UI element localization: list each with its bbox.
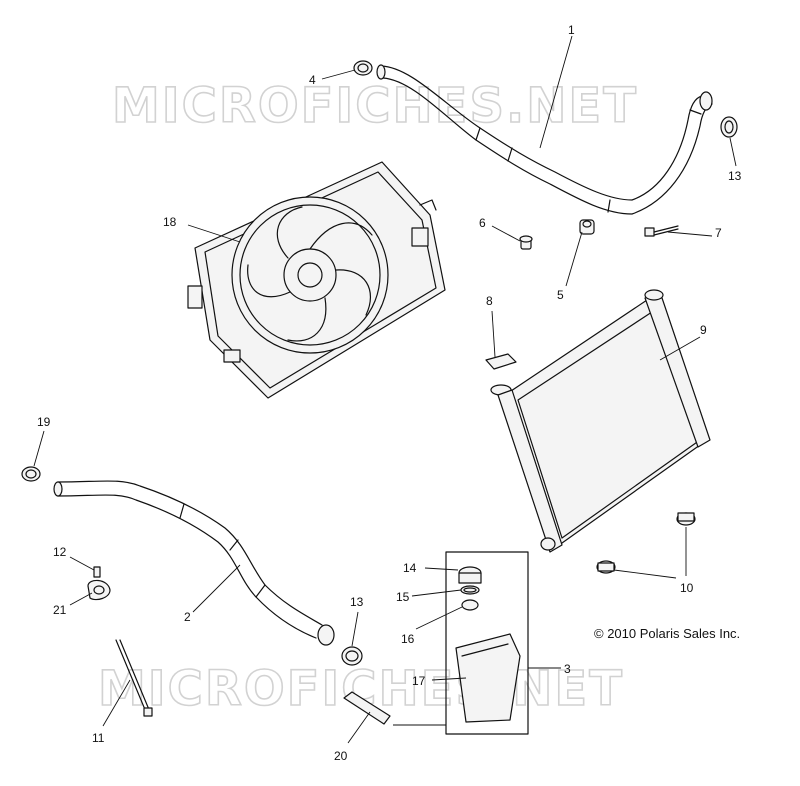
callout-12: 12 [53, 545, 67, 559]
overflow-hose-20 [343, 691, 391, 725]
leader-8 [491, 310, 496, 358]
leader-5 [565, 231, 583, 287]
grommet-6 [519, 235, 533, 250]
leader-13-bottom [351, 611, 359, 647]
bolt-7 [644, 225, 679, 237]
callout-1: 1 [568, 23, 575, 37]
callout-14: 14 [403, 561, 417, 575]
clip-and-bolt [87, 566, 111, 601]
grommets-10 [596, 512, 696, 574]
callout-8: 8 [486, 294, 493, 308]
callout-16: 16 [401, 632, 415, 646]
leader-2 [192, 564, 241, 613]
watermark-top: MICROFICHES.NET [112, 78, 638, 134]
leader-1 [539, 35, 573, 149]
leader-lines [33, 35, 737, 744]
upper-coolant-hose [376, 64, 713, 215]
callout-15: 15 [396, 590, 410, 604]
callout-6: 6 [479, 216, 486, 230]
leader-18 [187, 224, 241, 243]
leader-16 [415, 606, 463, 630]
callout-19: 19 [37, 415, 51, 429]
cooling-fan-assembly [187, 161, 446, 399]
callout-20: 20 [334, 749, 348, 763]
leader-13-top [729, 137, 737, 167]
lower-coolant-hose [53, 480, 335, 646]
radiator [497, 289, 711, 553]
copyright-notice: © 2010 Polaris Sales Inc. [594, 626, 740, 641]
leader-7 [667, 231, 713, 237]
leader-17 [431, 677, 467, 681]
leader-21 [69, 592, 93, 606]
callout-labels: 1 4 13 18 6 5 7 8 9 10 19 2 13 12 21 11 … [37, 23, 742, 763]
bracket-8 [485, 353, 517, 396]
leader-6 [491, 225, 521, 242]
leader-19 [33, 430, 45, 467]
leader-11 [102, 679, 131, 727]
callout-10: 10 [680, 581, 694, 595]
hose-clamp-19 [21, 466, 41, 482]
coolant-reservoir-group [445, 551, 529, 735]
callout-5: 5 [557, 288, 564, 302]
leader-10b [613, 569, 677, 579]
leader-4 [321, 69, 356, 80]
leader-15 [411, 589, 462, 597]
leader-20 [347, 711, 371, 744]
cable-tie-11 [115, 639, 153, 717]
leader-9 [659, 336, 701, 361]
callout-7: 7 [715, 226, 722, 240]
leader-12 [69, 556, 95, 571]
hose-clamp-13-bottom [341, 646, 363, 666]
callout-11: 11 [92, 731, 105, 745]
callout-21: 21 [53, 603, 67, 617]
leader-14 [424, 567, 459, 571]
hose-clamp-4 [353, 60, 373, 76]
callout-9: 9 [700, 323, 707, 337]
callout-13-top: 13 [728, 169, 742, 183]
callout-3: 3 [564, 662, 571, 676]
callout-17: 17 [412, 674, 426, 688]
callout-18: 18 [163, 215, 177, 229]
hose-clamp-13-top [720, 116, 738, 138]
bushing-5 [579, 219, 595, 235]
callout-13-bottom: 13 [350, 595, 364, 609]
callout-2: 2 [184, 610, 191, 624]
callout-4: 4 [309, 73, 316, 87]
